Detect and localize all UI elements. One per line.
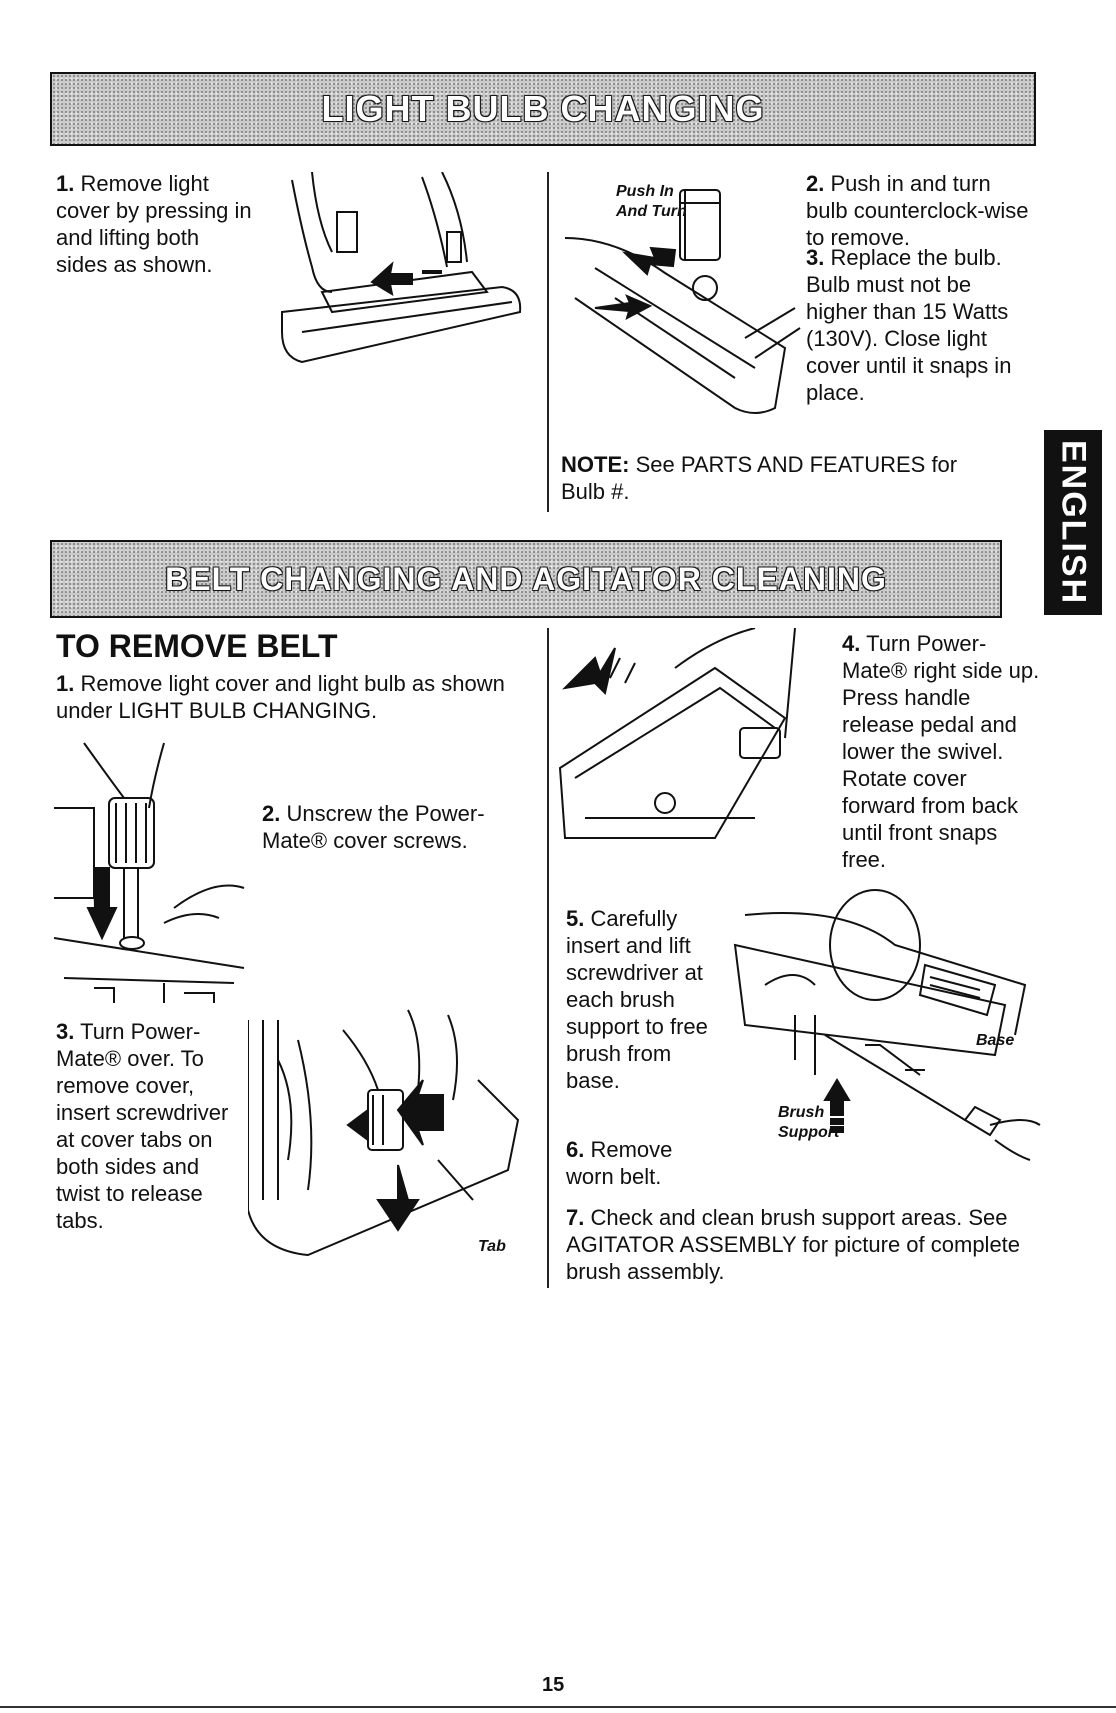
cover-tabs-illustration <box>247 1000 538 1270</box>
belt-step-5: 5. Carefully insert and lift screwdriver… <box>566 906 708 1093</box>
belt-step-2: 2. Unscrew the Power-Mate® cover screws. <box>262 801 485 853</box>
light-step-3: 3. Replace the bulb. Bulb must not be hi… <box>806 245 1012 405</box>
language-side-tab: ENGLISH <box>1044 430 1102 615</box>
support-label: Support <box>778 1124 840 1141</box>
light-note: NOTE: See PARTS AND FEATURES for Bulb #. <box>561 452 958 504</box>
belt-banner: BELT CHANGING AND AGITATOR CLEANING <box>50 540 1002 618</box>
language-side-tab-label: ENGLISH <box>1054 439 1093 606</box>
and-turn-label: And Turn <box>616 203 687 220</box>
unscrew-screws-illustration <box>53 738 254 1008</box>
light-step-2: 2. Push in and turn bulb counterclock-wi… <box>806 171 1029 250</box>
belt-step-1: 1. Remove light cover and light bulb as … <box>56 671 505 723</box>
tab-label: Tab <box>478 1238 506 1255</box>
belt-step-3: 3. Turn Power-Mate® over. To remove cove… <box>56 1019 229 1233</box>
bulb-turn-illustration <box>555 178 805 423</box>
light-bulb-title: LIGHT BULB CHANGING <box>321 88 765 129</box>
remove-belt-heading: TO REMOVE BELT <box>56 628 338 664</box>
bottom-rule <box>0 1706 1116 1708</box>
belt-title: BELT CHANGING AND AGITATOR CLEANING <box>165 560 887 597</box>
light-column-divider <box>547 172 549 512</box>
push-in-label: Push In <box>616 183 674 200</box>
base-label: Base <box>976 1032 1015 1049</box>
brush-support-illustration <box>725 885 1045 1165</box>
light-step-1: 1. Remove light cover by pressing in and… <box>56 171 252 277</box>
light-bulb-banner: LIGHT BULB CHANGING <box>50 72 1036 146</box>
belt-step-4: 4. Turn Power-Mate® right side up. Press… <box>842 631 1040 872</box>
belt-step-6: 6. Remove worn belt. <box>566 1137 673 1189</box>
belt-step-7: 7. Check and clean brush support areas. … <box>566 1205 1021 1284</box>
page-number: 15 <box>542 1674 565 1696</box>
brush-label: Brush <box>778 1104 825 1121</box>
belt-column-divider <box>547 628 549 1288</box>
rotate-cover-illustration <box>555 627 845 848</box>
remove-light-cover-illustration <box>272 171 532 372</box>
